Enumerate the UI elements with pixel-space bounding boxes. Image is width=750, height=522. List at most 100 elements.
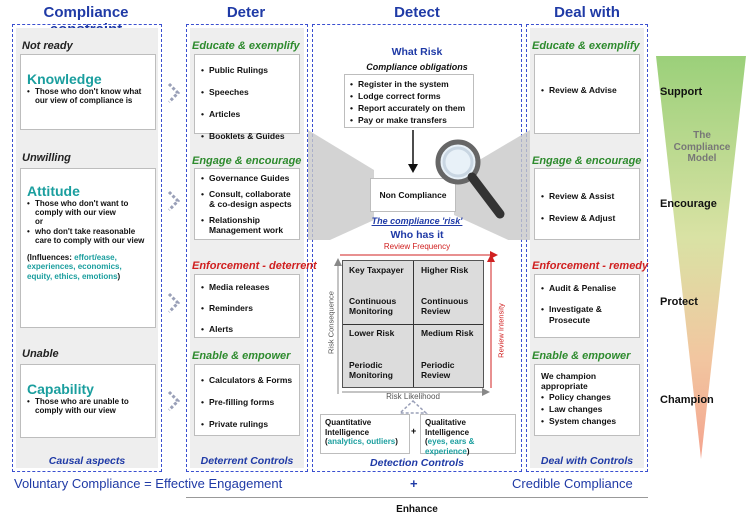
model-level-protect: Protect [660, 296, 698, 308]
deal-item: Investigate & Prosecute [541, 304, 633, 326]
deter-enable-panel: Calculators & Forms Pre-filling forms Pr… [194, 364, 300, 436]
deterrent-controls-footer: Deterrent Controls [200, 455, 294, 467]
bottom-plus: + [410, 476, 418, 491]
model-level-encourage: Encourage [660, 198, 717, 210]
risk-consequence-axis [334, 258, 342, 394]
deal-enable-panel: We champion appropriate Policy changes L… [534, 364, 640, 436]
constraint-column [12, 24, 162, 472]
review-intensity-label: Review Intensity [496, 303, 506, 358]
influences-list: effort/ease, experiences, economics, equ… [27, 252, 122, 281]
quantitative-title: Quantitative Intelligence [325, 418, 372, 437]
deter-item: Relationship Management work [201, 215, 293, 235]
deal-section-title: Enable & empower [532, 350, 631, 362]
causal-aspects-footer: Causal aspects [48, 455, 126, 467]
qualitative-title: Qualitative Intelligence [425, 418, 470, 437]
deal-item: Audit & Penalise [541, 283, 633, 294]
quantitative-detail-line: (analytics, outliers) [325, 437, 398, 447]
capability-items: Those who are unable to comply with our … [27, 397, 149, 415]
down-arrow-icon [408, 130, 418, 173]
deter-engage-panel: Governance Guides Consult, collaborate &… [194, 168, 300, 240]
deter-engage-items: Governance Guides Consult, collaborate &… [201, 173, 293, 235]
model-level-support: Support [660, 86, 703, 98]
model-level-champion: Champion [660, 394, 714, 406]
intelligence-plus: + [411, 426, 417, 436]
compliance-model-triangle [656, 56, 746, 459]
qualitative-detail-line: (eyes, ears & experience) [425, 437, 475, 456]
deal-item: Review & Adjust [541, 207, 633, 229]
deter-item: Media releases [201, 277, 293, 298]
who-has-it-label: Who has it [390, 229, 444, 241]
deter-column [186, 24, 308, 472]
influences-text: (Influences: effort/ease, experiences, e… [27, 253, 149, 282]
deter-educate-items: Public Rulings Speeches Articles Booklet… [201, 59, 293, 147]
bottom-divider [186, 497, 648, 498]
quadrant-higher-risk: Higher Risk [421, 265, 469, 275]
attitude-items: Those who don't want to comply with our … [27, 199, 149, 217]
influences-label: (Influences: [27, 252, 75, 262]
deal-item: Policy changes [541, 391, 633, 403]
obligation-item: Lodge correct forms [350, 90, 468, 102]
obligations-items: Register in the system Lodge correct for… [350, 78, 468, 126]
detect-column [312, 24, 522, 472]
enhance-label: Enhance [396, 504, 438, 515]
deal-enforcement-panel: Audit & Penalise Investigate & Prosecute [534, 274, 640, 338]
knowledge-item: Those who don't know what our view of co… [27, 87, 149, 105]
deter-item: Pre-filling forms [201, 391, 293, 413]
deal-item: System changes [541, 415, 633, 427]
deter-section-title: Enforcement - deterrent [192, 260, 317, 272]
deter-enforcement-panel: Media releases Reminders Alerts [194, 274, 300, 340]
dashed-up-arrow-icon [398, 400, 428, 414]
obligation-item: Report accurately on them [350, 102, 468, 114]
knowledge-title: Knowledge [27, 71, 102, 87]
funnel-shapes [308, 130, 530, 240]
unable-label: Unable [22, 348, 59, 360]
capability-title: Capability [27, 381, 94, 397]
review-intensity-arrow [487, 254, 495, 388]
deter-section-title: Educate & exemplify [192, 40, 300, 52]
compliance-risk-label: The compliance 'risk' [371, 216, 463, 226]
risk-likelihood-label: Risk Likelihood [386, 392, 440, 401]
qualitative-detail: eyes, ears & experience [425, 437, 475, 456]
deter-enforcement-items: Media releases Reminders Alerts [201, 277, 293, 340]
deter-item: Speeches [201, 81, 293, 103]
risk-likelihood-arrow [342, 388, 490, 396]
quadrant-key-taxpayer: Key Taxpayer [349, 265, 404, 275]
deal-item: Review & Advise [541, 85, 633, 95]
non-compliance-label: Non Compliance [379, 190, 447, 200]
obligation-item: Pay or make transfers [350, 114, 468, 126]
knowledge-panel: Knowledge Those who don't know what our … [20, 54, 156, 130]
attitude-item: Those who don't want to comply with our … [27, 199, 149, 217]
capability-panel: Capability Those who are unable to compl… [20, 364, 156, 438]
deter-item: Calculators & Forms [201, 369, 293, 391]
deal-item: Law changes [541, 403, 633, 415]
voluntary-compliance-label: Voluntary Compliance = Effective Engagem… [14, 476, 283, 491]
deter-item: Consult, collaborate & co-design aspects [201, 189, 293, 209]
obligation-item: Register in the system [350, 78, 468, 90]
credible-compliance-label: Credible Compliance [512, 476, 633, 491]
deter-educate-panel: Public Rulings Speeches Articles Booklet… [194, 54, 300, 147]
quadrant-continuous-review: Continuous Review [421, 296, 469, 316]
review-frequency-arrow [340, 251, 498, 259]
quadrant-periodic-review: Periodic Review [421, 360, 455, 380]
magnifying-glass-icon [435, 139, 505, 219]
chevron-icon [167, 82, 181, 104]
quantitative-intelligence-box: Quantitative Intelligence (analytics, ou… [320, 414, 410, 454]
qualitative-intelligence-box: Qualitative Intelligence (eyes, ears & e… [420, 414, 516, 456]
deal-enable-intro: We champion appropriate [541, 371, 597, 392]
deter-item: Private rulings [201, 413, 293, 435]
deter-enable-items: Calculators & Forms Pre-filling forms Pr… [201, 369, 293, 435]
not-ready-label: Not ready [22, 40, 73, 52]
risk-matrix: Key Taxpayer Continuous Monitoring Highe… [342, 260, 484, 388]
deter-item: Booklets & Guides [201, 125, 293, 147]
deter-item: Public Rulings [201, 59, 293, 81]
quadrant-periodic-monitoring: Periodic Monitoring [349, 360, 393, 380]
quadrant-lower-risk: Lower Risk [349, 328, 395, 338]
deal-enable-items: Policy changes Law changes System change… [541, 391, 633, 427]
quantitative-detail: analytics, outliers [327, 437, 396, 447]
header-deter: Deter [226, 4, 266, 21]
quadrant-continuous-monitoring: Continuous Monitoring [349, 296, 397, 316]
compliance-model-title: The Compliance Model [673, 130, 731, 164]
unwilling-label: Unwilling [22, 152, 71, 164]
influences-end: ) [117, 271, 121, 281]
deter-item: Alerts [201, 319, 293, 340]
